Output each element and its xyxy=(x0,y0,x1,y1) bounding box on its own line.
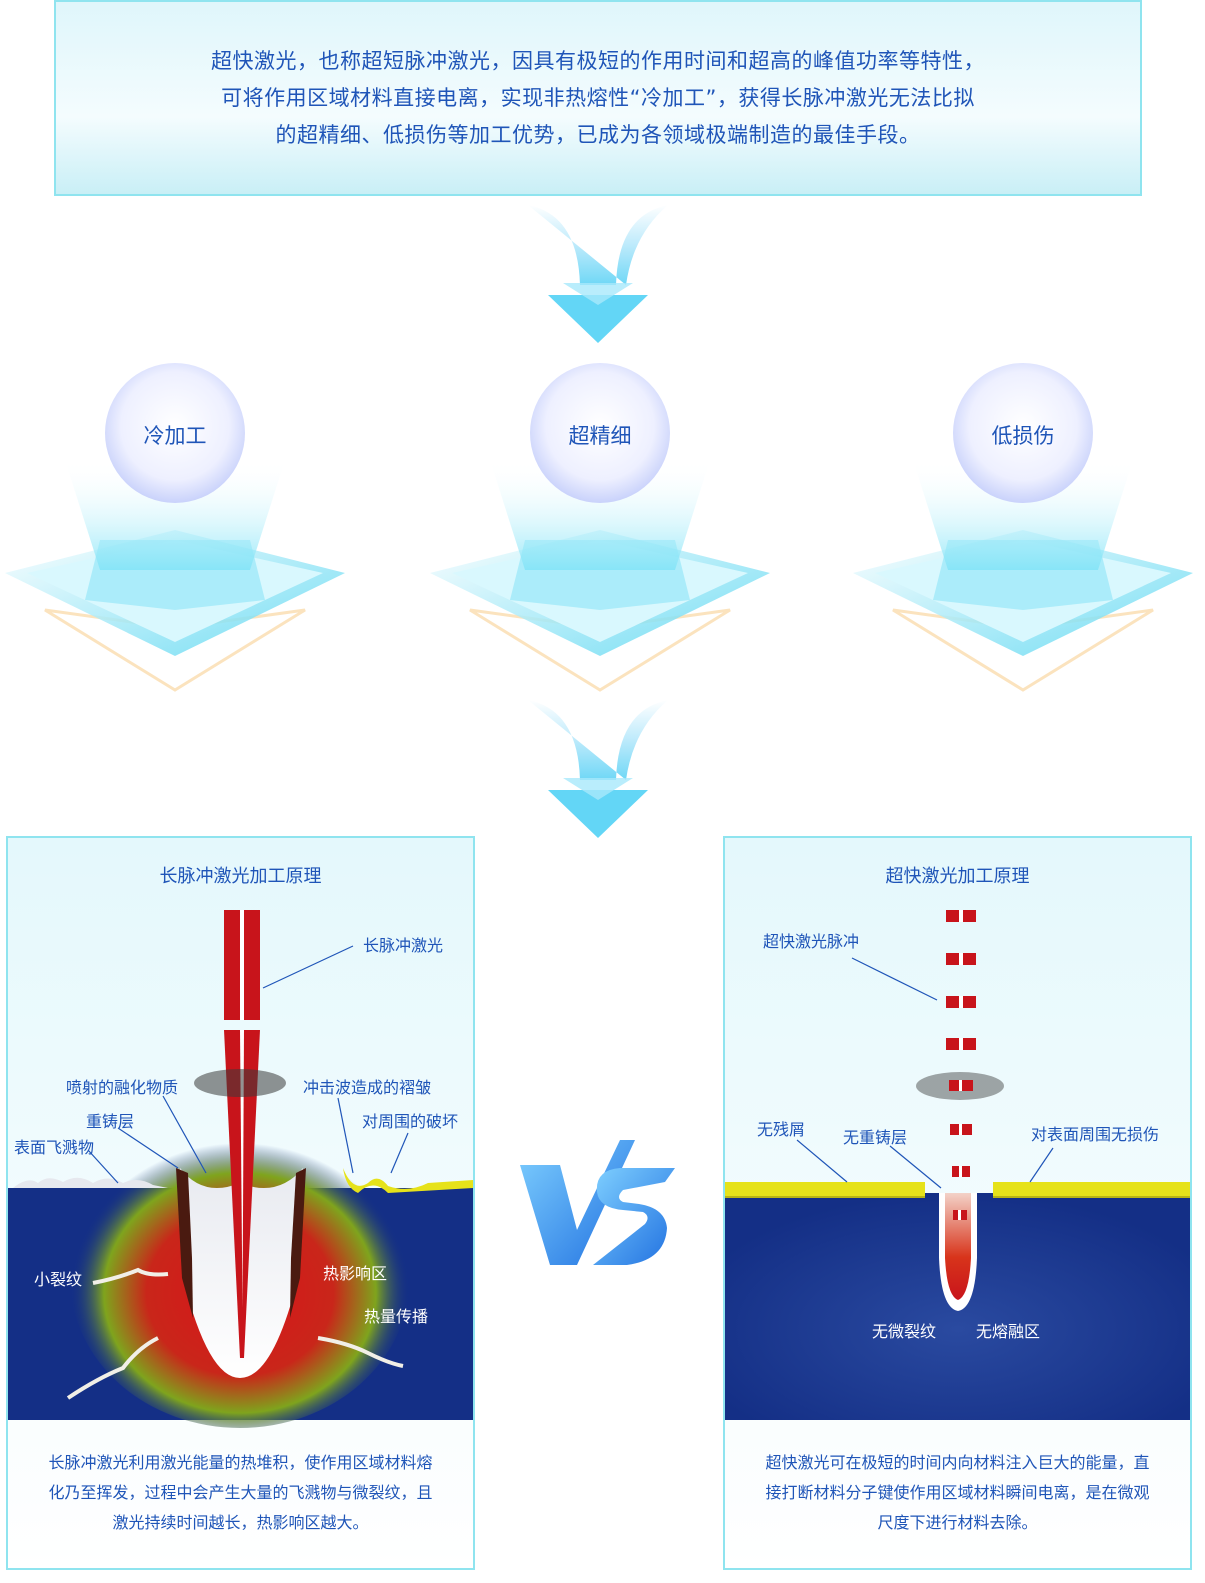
vs-logo-icon: VS xyxy=(515,1130,675,1265)
intro-line: 超快激光，也称超短脉冲激光，因具有极短的作用时间和超高的峰值功率等特性， xyxy=(211,48,985,73)
panel-description: 超快激光可在极短的时间内向材料注入巨大的能量，直 接打断材料分子键使作用区域材料… xyxy=(725,1448,1190,1538)
ultrafast-diagram xyxy=(725,910,1190,1420)
label-no-debris: 无残屑 xyxy=(757,1120,806,1139)
pedestal-icon xyxy=(5,363,345,692)
label-heat-propagation: 热量传播 xyxy=(364,1307,429,1326)
label-ultrafast-pulse: 超快激光脉冲 xyxy=(763,932,860,951)
panel-description: 长脉冲激光利用激光能量的热堆积，使作用区域材料熔 化乃至挥发，过程中会产生大量的… xyxy=(8,1448,473,1538)
label-recast-layer: 重铸层 xyxy=(86,1112,135,1131)
pedestal-icon xyxy=(430,363,770,692)
intro-line: 的超精细、低损伤等加工优势，已成为各领域极端制造的最佳手段。 xyxy=(275,122,921,147)
desc-line: 尺度下进行材料去除。 xyxy=(877,1513,1038,1532)
down-arrow-icon xyxy=(528,205,668,343)
label-ejected-melt: 喷射的融化物质 xyxy=(66,1078,179,1097)
down-arrow-icon xyxy=(528,700,668,838)
intro-box: 超快激光，也称超短脉冲激光，因具有极短的作用时间和超高的峰值功率等特性， 可将作… xyxy=(54,0,1142,196)
label-no-melt-zone: 无熔融区 xyxy=(976,1322,1041,1341)
feature-label: 低损伤 xyxy=(991,424,1055,448)
feature-label: 超精细 xyxy=(568,424,632,448)
feature-label: 冷加工 xyxy=(143,424,207,448)
desc-line: 超快激光可在极短的时间内向材料注入巨大的能量，直 xyxy=(765,1453,1150,1472)
desc-line: 接打断材料分子键使作用区域材料瞬间电离，是在微观 xyxy=(765,1483,1150,1502)
label-heat-affected-zone: 热影响区 xyxy=(323,1264,388,1283)
label-surface-splash: 表面飞溅物 xyxy=(14,1138,95,1157)
feature-cold-processing: 冷加工 xyxy=(5,360,345,700)
desc-line: 激光持续时间越长，热影响区越大。 xyxy=(112,1513,369,1532)
long-pulse-diagram xyxy=(8,910,473,1428)
label-no-micro-crack: 无微裂纹 xyxy=(872,1322,937,1341)
panel-title: 超快激光加工原理 xyxy=(885,866,1030,887)
desc-line: 化乃至挥发，过程中会产生大量的飞溅物与微裂纹，且 xyxy=(48,1483,433,1502)
label-no-surface-damage: 对表面周围无损伤 xyxy=(1031,1125,1160,1144)
label-small-crack: 小裂纹 xyxy=(34,1270,83,1289)
label-long-pulse-laser: 长脉冲激光 xyxy=(363,936,444,955)
intro-line: 可将作用区域材料直接电离，实现非热熔性“冷加工”，获得长脉冲激光无法比拟 xyxy=(221,85,975,110)
feature-ultra-fine: 超精细 xyxy=(430,360,770,700)
desc-line: 长脉冲激光利用激光能量的热堆积，使作用区域材料熔 xyxy=(48,1453,433,1472)
label-surrounding-damage: 对周围的破坏 xyxy=(362,1112,459,1131)
ultrafast-panel: 超快激光加工原理 xyxy=(723,836,1192,1570)
feature-low-damage: 低损伤 xyxy=(853,360,1193,700)
long-pulse-panel: 长脉冲激光加工原理 xyxy=(6,836,475,1570)
vs-text: VS xyxy=(515,1130,536,1134)
label-shockwave-wrinkle: 冲击波造成的褶皱 xyxy=(303,1078,432,1097)
panel-title: 长脉冲激光加工原理 xyxy=(159,866,322,887)
label-no-recast-layer: 无重铸层 xyxy=(843,1128,908,1147)
pedestal-icon xyxy=(853,363,1193,692)
